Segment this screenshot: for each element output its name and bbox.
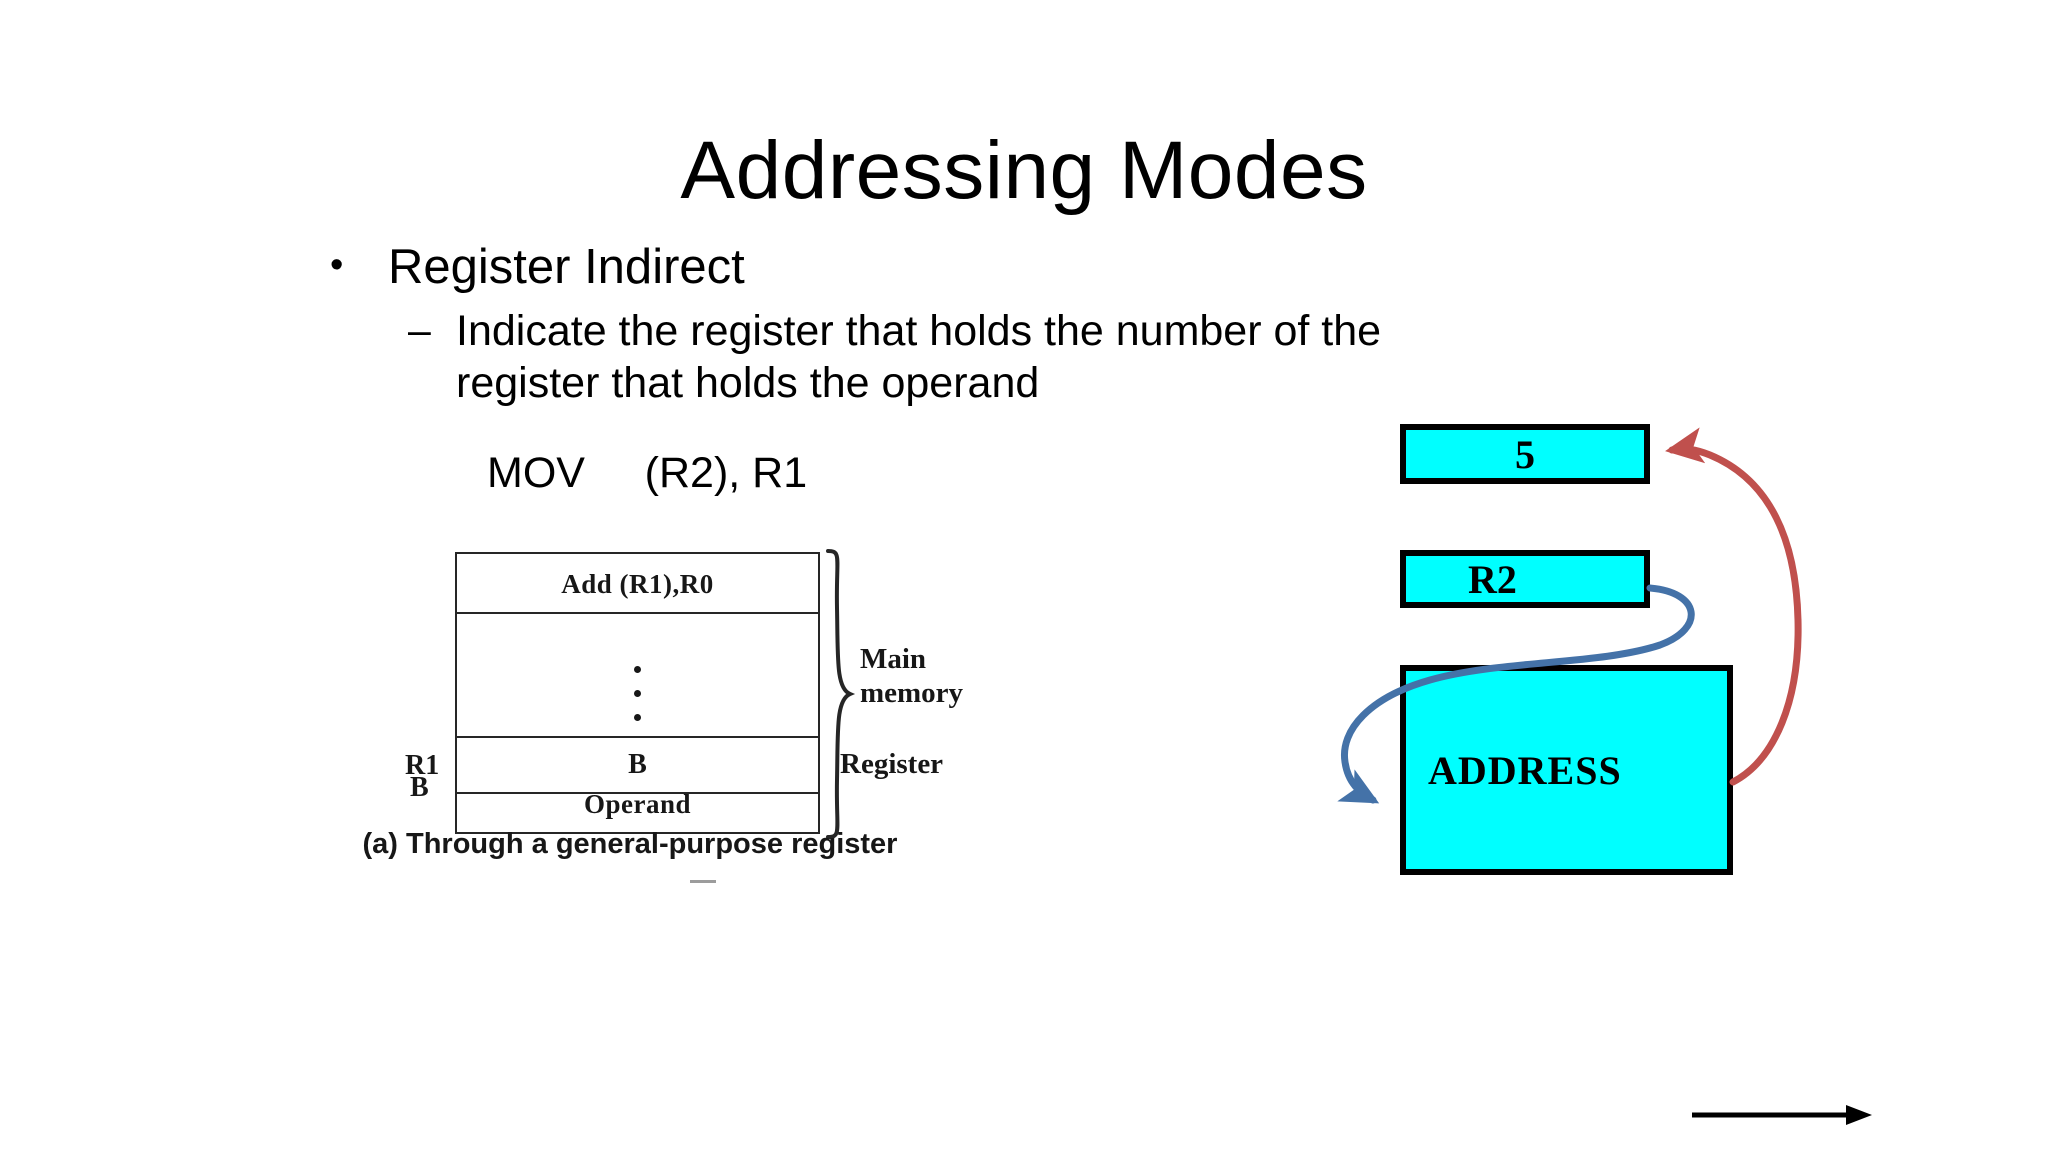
scanned-figure: Add (R1),R0 Operand B Main memory R1 B R… (363, 540, 1030, 1152)
bullet-level1-label: Register Indirect (388, 240, 745, 294)
vertical-ellipsis-icon (457, 614, 818, 772)
caption-underline-mark (690, 880, 716, 883)
register-box-r2[interactable]: R2 (1400, 550, 1650, 608)
curly-brace-icon (826, 549, 856, 839)
bullet-level1: • Register Indirect (330, 240, 745, 295)
bullet-dash-icon: – (408, 307, 431, 353)
address-box[interactable]: ADDRESS (1400, 665, 1733, 875)
page-title: Addressing Modes (680, 125, 1368, 216)
bullet-level2: – Indicate the register that holds the n… (408, 305, 1438, 410)
memory-row-instruction: Add (R1),R0 (457, 554, 818, 614)
main-memory-label: Main memory (860, 642, 963, 710)
main-memory-label-line1: Main (860, 643, 927, 675)
bullet-level2-label: Indicate the register that holds the num… (456, 307, 1382, 408)
value-box[interactable]: 5 (1400, 424, 1650, 484)
register-value-box: B (455, 736, 820, 794)
memory-address-label-b: B (410, 772, 429, 803)
main-memory-label-line2: memory (860, 677, 964, 710)
figure-caption: (a) Through a general-purpose register (362, 828, 898, 860)
code-instruction-line: MOV (R2), R1 (487, 449, 808, 497)
register-label-r1: R1 (405, 750, 440, 781)
black-right-arrow-icon (1692, 1105, 1872, 1125)
memory-row-operand: Operand (583, 789, 692, 819)
register-side-label: Register (840, 748, 944, 780)
bullet-dot-icon: • (330, 244, 344, 286)
